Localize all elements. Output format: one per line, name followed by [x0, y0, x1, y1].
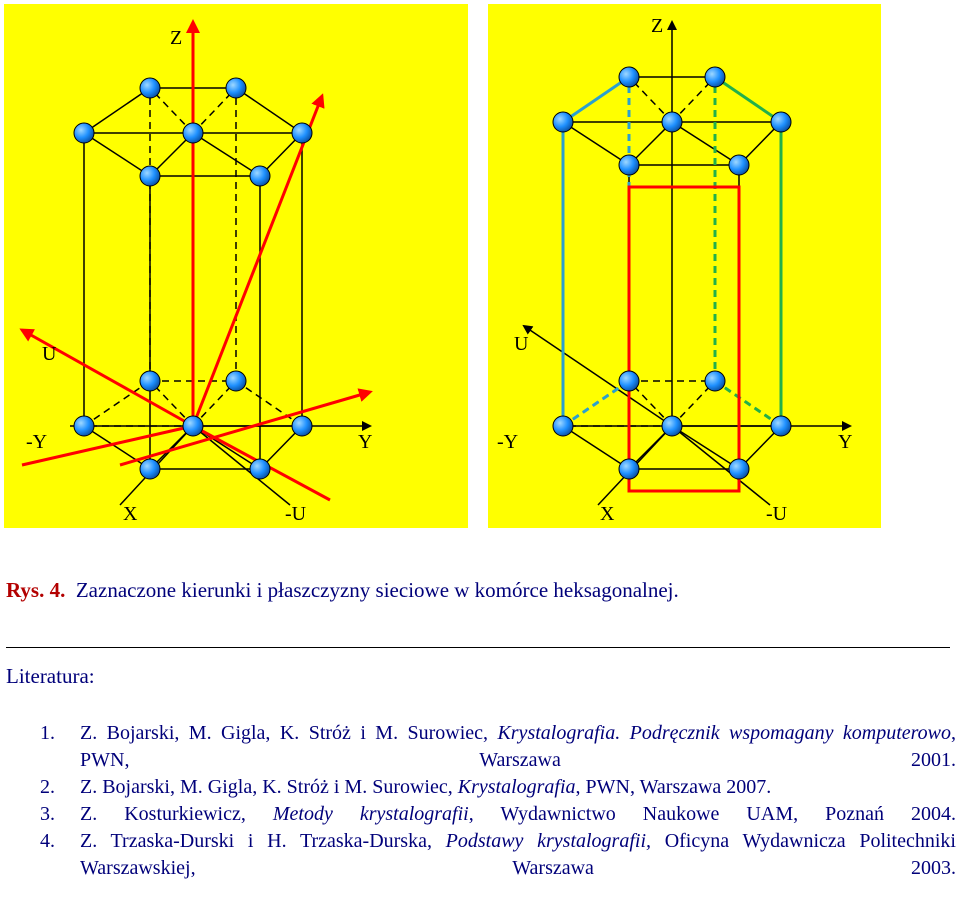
reference-item: 2. Z. Bojarski, M. Gigla, K. Stróż i M. S… — [40, 774, 956, 801]
reference-title: Krystalografia — [457, 776, 576, 798]
left-axis-label-x: X — [123, 503, 138, 525]
left-hexagonal-cell — [19, 19, 373, 506]
cell-top-edge — [83, 87, 151, 134]
reference-authors: Z. Bojarski, M. Gigla, K. Stróż i M. Sur… — [80, 776, 458, 798]
atom-base — [225, 370, 247, 392]
literature-heading: Literatura: — [6, 664, 95, 688]
atom-top — [139, 77, 161, 99]
atom-base — [249, 458, 271, 480]
atom-base — [728, 458, 750, 480]
atom-top — [225, 77, 247, 99]
right-axis-label-neg-y: -Y — [497, 431, 518, 453]
atom-top — [728, 154, 750, 176]
right-axis-label-neg-u: -U — [766, 503, 788, 525]
cell-top-edge — [562, 121, 630, 166]
right-hexagonal-cell — [522, 20, 852, 506]
right-axis-label-z: Z — [651, 15, 663, 37]
right-axis-label-x: X — [600, 503, 615, 525]
cell-base-edge — [562, 425, 630, 470]
reference-item: 4. Z. Trzaska-Durski i H. Trzaska-Durska,… — [40, 828, 956, 882]
reference-publisher: Oficyna Wydawnicza Politechniki Warszaws… — [80, 830, 956, 879]
atom-base-centre — [182, 415, 204, 437]
atom-base — [73, 415, 95, 437]
cell-top-spoke — [192, 132, 261, 177]
reference-authors: Z. Kosturkiewicz, — [80, 803, 273, 825]
atom-base — [139, 458, 161, 480]
left-axis-label-z: Z — [170, 27, 182, 49]
reference-number: 2. — [40, 776, 55, 798]
right-axis-label-y: Y — [838, 431, 852, 453]
direction-line — [21, 424, 194, 467]
atom-base — [291, 415, 313, 437]
figure-right-panel — [488, 4, 881, 528]
atom-top — [249, 165, 271, 187]
cell-base-edge — [83, 380, 151, 427]
cell-top-edge — [235, 87, 303, 134]
reference-item: 3. Z. Kosturkiewicz, Metody krystalografi… — [40, 801, 956, 828]
reference-item: 1. Z. Bojarski, M. Gigla, K. Stróż i M. S… — [40, 720, 957, 774]
reference-authors: Z. Bojarski, M. Gigla, K. Stróż i M. Sur… — [80, 722, 498, 744]
right-axis-label-u: U — [514, 333, 529, 355]
reference-number: 3. — [40, 803, 55, 825]
atom-base-centre — [661, 415, 683, 437]
plane-green-edge — [714, 75, 782, 124]
reference-title: Podstawy krystalografii, — [445, 830, 652, 852]
atom-base — [618, 370, 640, 392]
atom-base — [770, 415, 792, 437]
left-axis-label-neg-u: -U — [285, 503, 307, 525]
reference-number: 1. — [40, 722, 55, 744]
direction-arrow — [119, 388, 373, 467]
neg-u-axis-line — [192, 425, 291, 506]
left-axis-label-u: U — [42, 343, 57, 365]
atom-base — [704, 370, 726, 392]
atom-base — [618, 458, 640, 480]
reference-publisher: , PWN, Warszawa 2001. — [80, 722, 957, 771]
plane-green-edge — [714, 379, 782, 428]
atom-top — [618, 66, 640, 88]
section-divider — [6, 647, 950, 648]
caption-text: Zaznaczone kierunki i płaszczyzny siecio… — [75, 578, 679, 602]
caption-label: Rys. 4. — [6, 578, 66, 602]
left-axis-label-neg-y: -Y — [26, 431, 47, 453]
cell-base-spoke — [671, 425, 740, 470]
atom-top — [704, 66, 726, 88]
cell-top-spoke — [671, 121, 740, 166]
plane-blue-edge — [562, 75, 630, 124]
atom-top — [770, 111, 792, 133]
reference-publisher: , PWN, Warszawa 2007. — [575, 776, 772, 798]
plane-blue-edge — [562, 379, 630, 428]
plane-red-rectangle — [627, 185, 741, 493]
reference-number: 4. — [40, 830, 55, 852]
direction-arrow — [19, 328, 194, 428]
cell-base-edge — [235, 380, 303, 427]
hexagonal-cell-figure: Z U -Y Y X -U Z U -Y Y X -U — [19, 15, 852, 525]
cell-base-edge — [83, 425, 151, 470]
reference-authors: Z. Trzaska-Durski i H. Trzaska-Durska, — [80, 830, 446, 852]
u-axis-line — [522, 324, 673, 427]
reference-list: 1. Z. Bojarski, M. Gigla, K. Stróż i M. S… — [40, 720, 957, 882]
atom-base — [139, 370, 161, 392]
left-axis-label-y: Y — [358, 431, 372, 453]
reference-title: Krystalografia. Podręcznik wspomagany ko… — [497, 722, 952, 744]
cell-top-edge — [83, 132, 151, 177]
reference-publisher: , Wydawnictwo Naukowe UAM, Poznań 2004. — [468, 803, 956, 825]
figure-caption: Rys. 4. Zaznaczone kierunki i płaszczyzn… — [6, 578, 679, 603]
atom-top — [139, 165, 161, 187]
atom-top — [618, 154, 640, 176]
atom-top-centre — [661, 111, 683, 133]
atom-top-centre — [182, 122, 204, 144]
atom-base — [552, 415, 574, 437]
atom-top — [291, 122, 313, 144]
atom-top — [552, 111, 574, 133]
atom-top — [73, 122, 95, 144]
direction-arrow — [191, 93, 325, 427]
reference-title: Metody krystalografii — [272, 803, 469, 825]
neg-u-axis-line — [671, 425, 771, 506]
